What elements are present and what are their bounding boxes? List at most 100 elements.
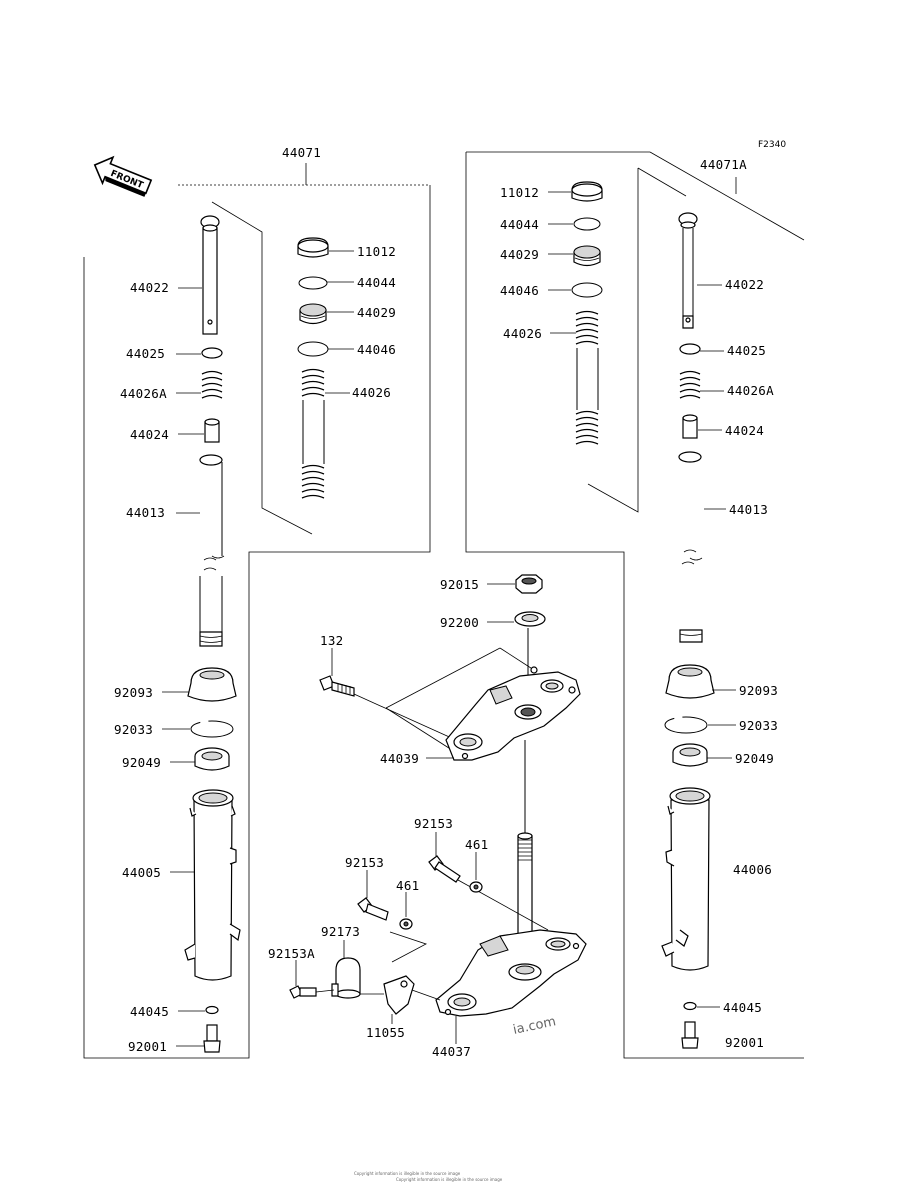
part-44025-left	[201, 347, 223, 359]
label-44013-right: 44013	[729, 502, 768, 517]
label-44024-right: 44024	[725, 423, 764, 438]
part-44045-left	[205, 1005, 219, 1015]
label-44046-left: 44046	[357, 342, 396, 357]
part-44026-left	[301, 368, 325, 499]
part-44026-right	[575, 310, 599, 445]
footer-fineprint: Copyright information is illegible in th…	[354, 1171, 503, 1182]
label-44006: 44006	[733, 862, 772, 877]
part-44046-left	[297, 341, 329, 357]
label-44022-left: 44022	[130, 280, 169, 295]
label-461-upper: 461	[465, 837, 488, 852]
part-44029-left	[299, 303, 327, 325]
part-92001-left	[203, 1024, 221, 1053]
label-132: 132	[320, 633, 343, 648]
part-461-washer-lower	[399, 918, 413, 930]
label-44022-right: 44022	[725, 277, 764, 292]
part-44046-right	[571, 282, 603, 298]
part-92093-right	[665, 664, 715, 699]
part-92049-right	[672, 743, 708, 767]
label-11012-right: 11012	[500, 185, 539, 200]
label-92015: 92015	[440, 577, 479, 592]
label-44046-right: 44046	[500, 283, 539, 298]
part-92033-left	[190, 720, 234, 738]
label-92200: 92200	[440, 615, 479, 630]
steering-stem-parts	[289, 574, 587, 1017]
part-92049-left	[194, 747, 230, 771]
watermark-text: ia.com	[512, 1014, 558, 1038]
part-92173-clamp	[331, 957, 361, 999]
leader-lines	[162, 191, 736, 1047]
part-44022-right	[678, 212, 698, 329]
part-92153A-bolt	[289, 985, 317, 999]
label-44071: 44071	[282, 145, 321, 160]
footer-line-1: Copyright information is illegible in th…	[354, 1171, 461, 1176]
label-44044-left: 44044	[357, 275, 396, 290]
right-cartridge-parts	[571, 167, 687, 513]
part-92153-bolt-lower	[357, 897, 389, 921]
label-44039: 44039	[380, 751, 419, 766]
part-92200-washer	[514, 611, 546, 627]
part-44005-outer-tube	[184, 789, 241, 981]
label-44045-right: 44045	[723, 1000, 762, 1015]
label-44026-left: 44026	[352, 385, 391, 400]
part-44026A-right	[679, 370, 701, 399]
label-92153-lower: 92153	[345, 855, 384, 870]
label-44013-left: 44013	[126, 505, 165, 520]
left-fork-parts	[184, 215, 241, 1053]
part-92093-left	[187, 667, 237, 702]
label-44026A-left: 44026A	[120, 386, 167, 401]
figure-code: F2340	[758, 140, 786, 150]
part-44039-upper-bracket	[445, 666, 581, 761]
label-92153A: 92153A	[268, 946, 315, 961]
part-44029-right	[573, 245, 601, 267]
label-92049-right: 92049	[735, 751, 774, 766]
part-44006-outer-tube	[661, 787, 711, 971]
label-44044-right: 44044	[500, 217, 539, 232]
part-132-bolt	[319, 675, 355, 697]
label-92033-left: 92033	[114, 722, 153, 737]
label-44029-right: 44029	[500, 247, 539, 262]
right-fork-parts	[661, 212, 715, 1049]
label-44037: 44037	[432, 1044, 471, 1059]
label-44071A: 44071A	[700, 157, 747, 172]
label-11055: 11055	[366, 1025, 405, 1040]
part-11055-bracket	[383, 975, 415, 1015]
part-labels: 44071 44071A 11012 44044 44029 44046 440…	[114, 145, 778, 1059]
label-44026A-right: 44026A	[727, 383, 774, 398]
label-44045-left: 44045	[130, 1004, 169, 1019]
part-44025-right	[679, 343, 701, 355]
label-92093-left: 92093	[114, 685, 153, 700]
front-arrow-icon: FRONT	[93, 155, 153, 197]
footer-line-2: Copyright information is illegible in th…	[396, 1177, 503, 1182]
label-44025-right: 44025	[727, 343, 766, 358]
part-44045-right	[683, 1001, 697, 1011]
part-11012-right	[571, 181, 603, 202]
part-44037-stem-lower-bracket	[435, 832, 587, 1017]
part-44013-left	[199, 454, 225, 647]
label-44026-right: 44026	[503, 326, 542, 341]
label-11012-left: 11012	[357, 244, 396, 259]
label-44025-left: 44025	[126, 346, 165, 361]
part-92033-right	[664, 716, 708, 734]
label-92001-left: 92001	[128, 1039, 167, 1054]
part-461-washer-upper	[469, 881, 483, 893]
label-92001-right: 92001	[725, 1035, 764, 1050]
label-92049-left: 92049	[122, 755, 161, 770]
label-44024-left: 44024	[130, 427, 169, 442]
label-44005: 44005	[122, 865, 161, 880]
frame-lines	[83, 151, 805, 1059]
left-cartridge-parts	[211, 201, 329, 535]
label-461-lower: 461	[396, 878, 419, 893]
part-44024-left	[204, 418, 220, 443]
label-44029-left: 44029	[357, 305, 396, 320]
part-92015-nut	[515, 574, 543, 594]
label-92153-upper: 92153	[414, 816, 453, 831]
part-92001-right	[681, 1021, 699, 1049]
part-44024-right	[682, 414, 698, 439]
label-92033-right: 92033	[739, 718, 778, 733]
label-92093-right: 92093	[739, 683, 778, 698]
label-92173: 92173	[321, 924, 360, 939]
part-44026A-left	[201, 370, 223, 399]
part-11012-left	[297, 237, 329, 258]
